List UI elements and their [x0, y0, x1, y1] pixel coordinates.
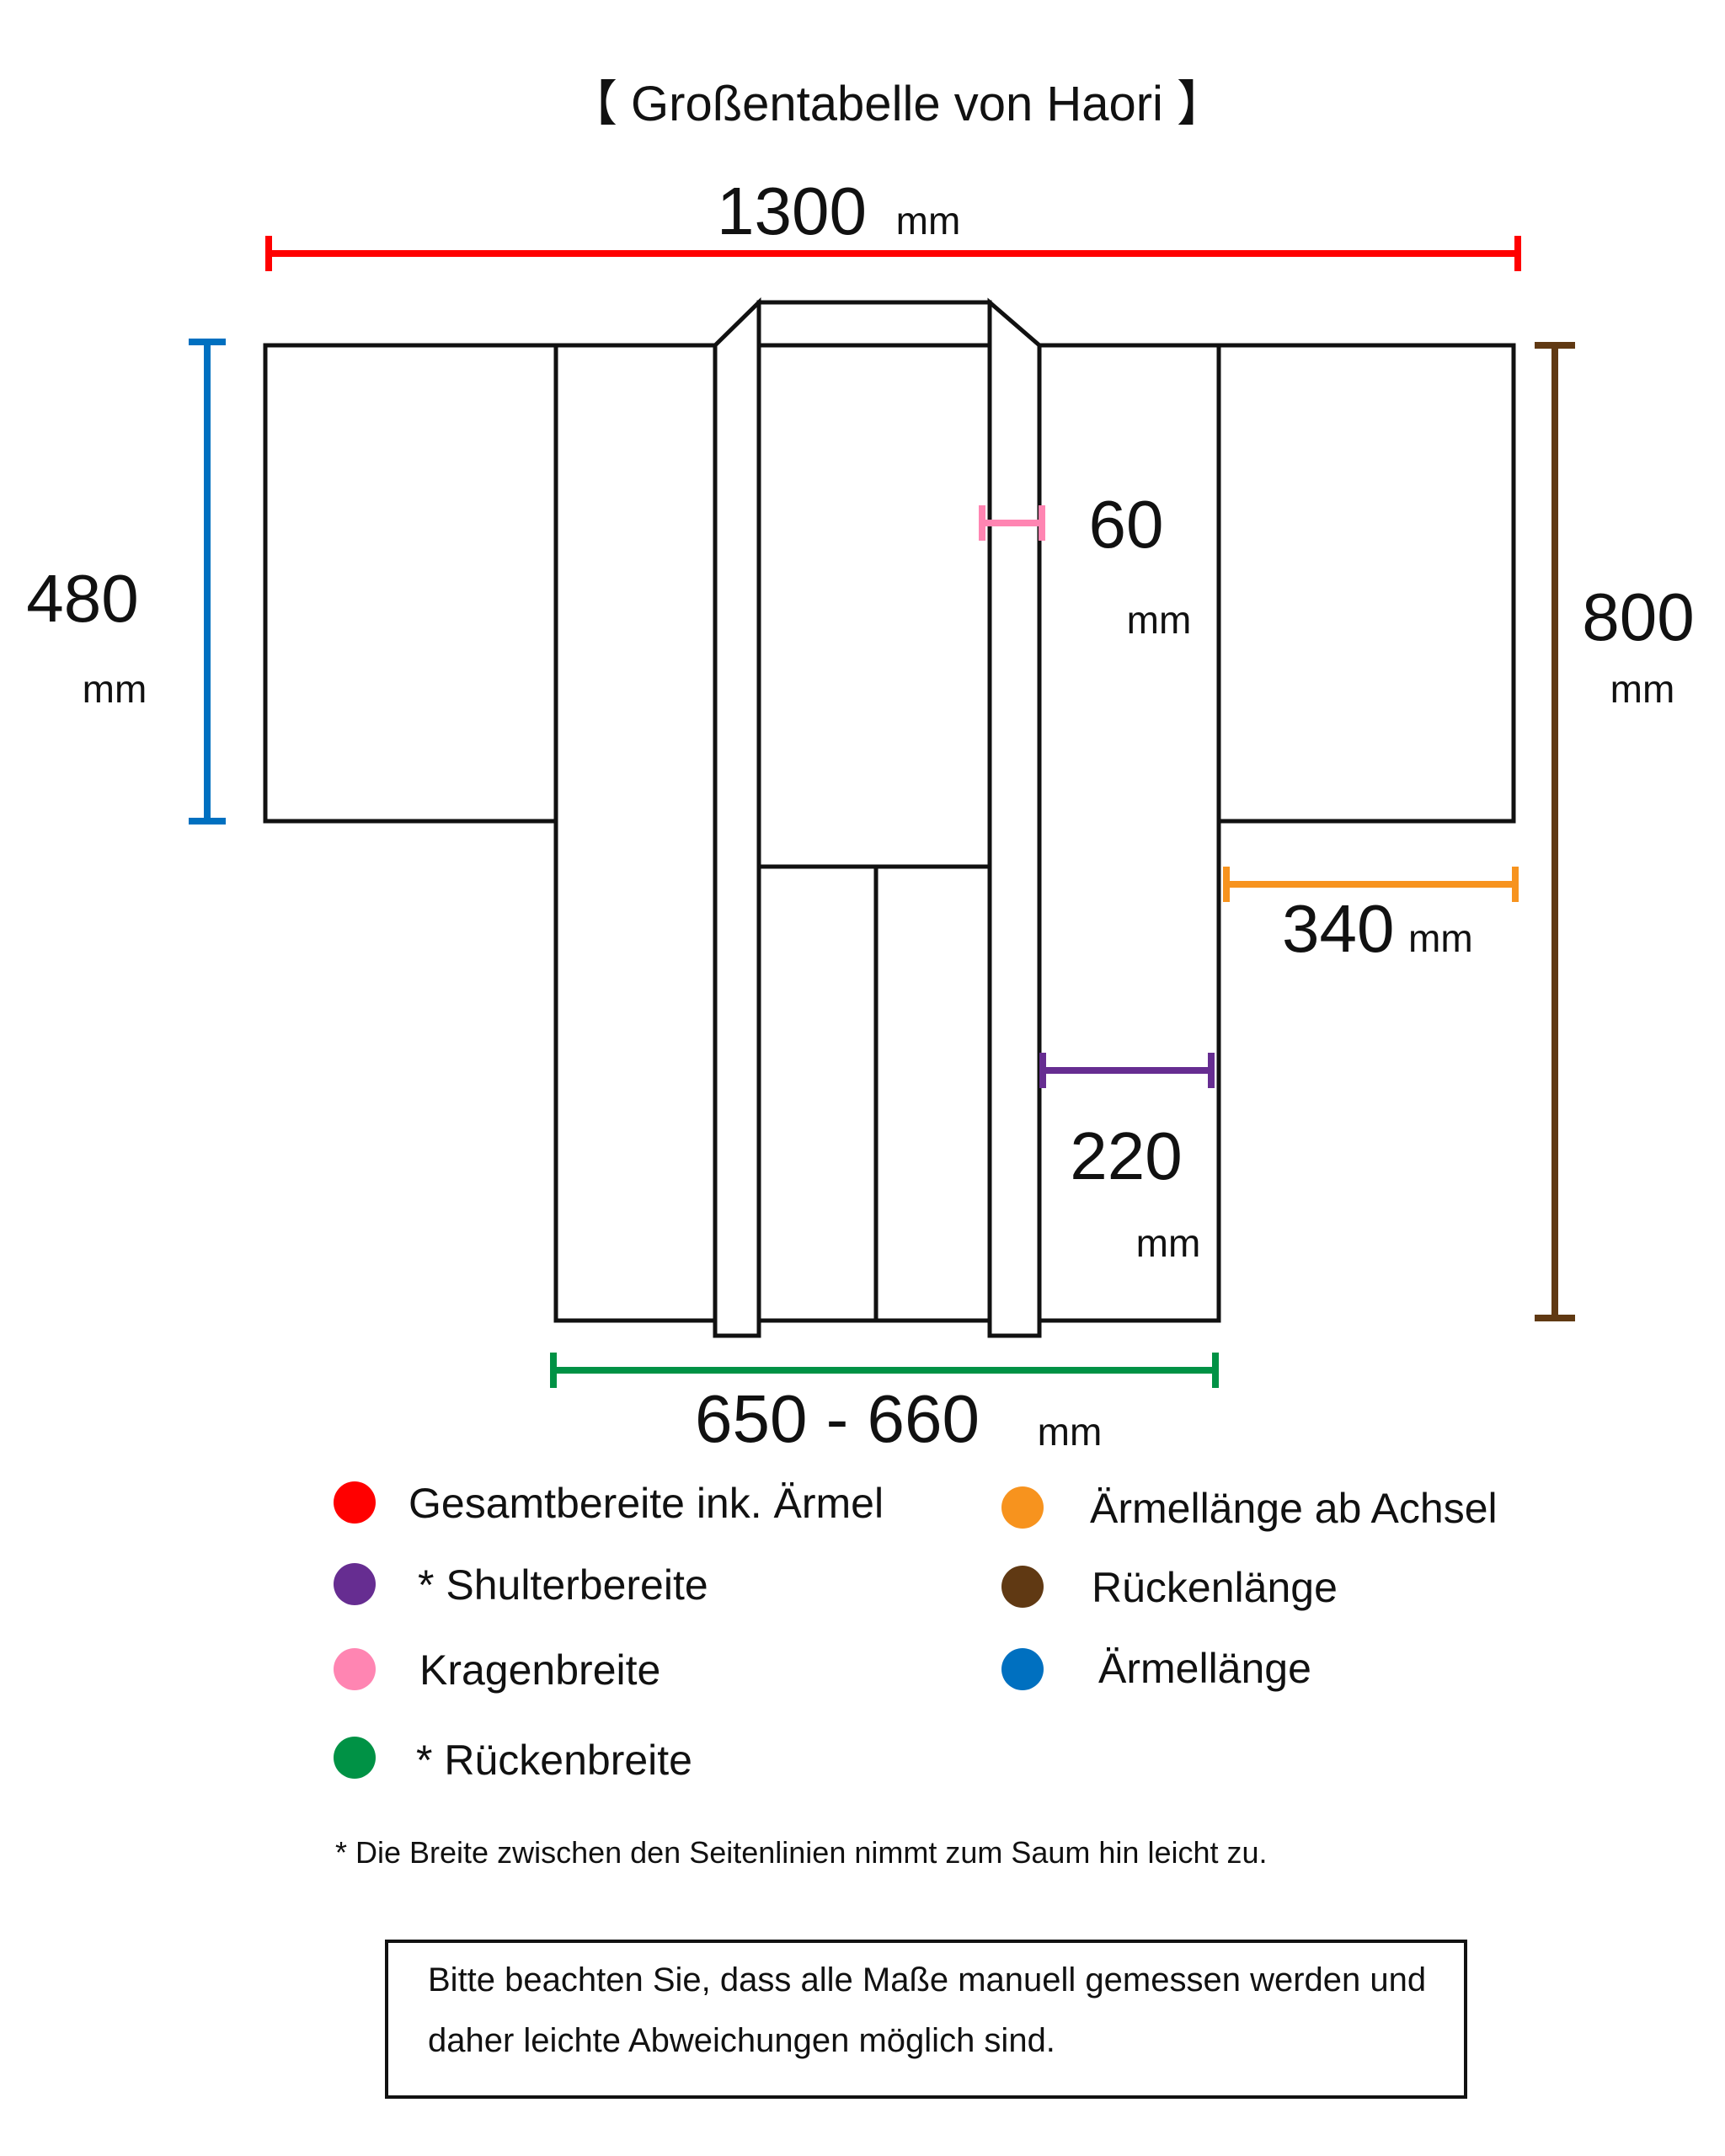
sleeve-from-armpit-value: 340 [1282, 891, 1394, 966]
legend-item-sleeve-length: Ärmellänge [1001, 1645, 1311, 1692]
collar-width-value: 60 [1089, 487, 1164, 562]
collar-width-dimension: 60 mm [979, 487, 1192, 642]
legend-label: Ärmellänge ab Achsel [1090, 1485, 1498, 1532]
shoulder-width-dimension: 220 mm [1039, 1053, 1215, 1265]
pink-dot-icon [334, 1648, 376, 1690]
legend-label: Ärmellänge [1098, 1645, 1311, 1692]
red-dot-icon [334, 1481, 376, 1524]
collar-width-unit: mm [1127, 598, 1192, 642]
legend-item-sleeve-from-armpit: Ärmellänge ab Achsel [1001, 1485, 1498, 1532]
total-width-dimension: 1300 mm [265, 173, 1521, 271]
chart-title: 【 Großentabelle von Haori 】 [569, 77, 1226, 131]
notice-line-2: daher leichte Abweichungen möglich sind. [428, 2022, 1055, 2059]
legend-item-back-length: Rückenlänge [1001, 1564, 1338, 1611]
legend-label: Rückenlänge [1092, 1564, 1338, 1611]
purple-dot-icon [334, 1563, 376, 1605]
total-width-unit: mm [896, 199, 961, 243]
body [553, 343, 1221, 1323]
total-width-value: 1300 [717, 173, 867, 248]
legend-label: Kragenbreite [419, 1646, 660, 1694]
brown-dot-icon [1001, 1566, 1044, 1608]
legend-label: * Rückenbreite [416, 1737, 692, 1784]
legend-item-total-width: Gesamtbereite ink. Ärmel [334, 1480, 884, 1527]
right-collar [987, 297, 1042, 1338]
legend: Gesamtbereite ink. Ärmel * Shulterbereit… [334, 1480, 1498, 1784]
green-dot-icon [334, 1737, 376, 1779]
footnote: * Die Breite zwischen den Seitenlinien n… [335, 1835, 1268, 1870]
back-length-unit: mm [1610, 667, 1675, 711]
sleeve-length-unit: mm [83, 667, 147, 711]
notice-box: Bitte beachten Sie, dass alle Maße manue… [385, 1940, 1467, 2099]
notice-line-1: Bitte beachten Sie, dass alle Maße manue… [428, 1961, 1426, 1999]
back-length-dimension: 800 mm [1535, 342, 1695, 1321]
haori-outline [263, 297, 1516, 1338]
legend-label: Gesamtbereite ink. Ärmel [409, 1480, 884, 1527]
back-width-value: 650 - 660 [695, 1381, 980, 1456]
left-collar [713, 297, 761, 1338]
legend-item-shoulder-width: * Shulterbereite [334, 1561, 708, 1609]
left-sleeve [263, 343, 558, 824]
collar-top-band [756, 300, 992, 348]
back-width-dimension: 650 - 660 mm [550, 1353, 1219, 1456]
back-width-unit: mm [1038, 1410, 1103, 1454]
sleeve-from-armpit-dimension: 340 mm [1223, 867, 1519, 966]
back-length-value: 800 [1582, 579, 1694, 654]
legend-label: * Shulterbereite [418, 1561, 708, 1609]
shoulder-width-unit: mm [1136, 1221, 1201, 1265]
legend-item-collar-width: Kragenbreite [334, 1646, 660, 1694]
sleeve-length-value: 480 [26, 561, 138, 636]
shoulder-width-value: 220 [1070, 1118, 1182, 1193]
blue-dot-icon [1001, 1648, 1044, 1690]
right-sleeve [1216, 343, 1516, 824]
legend-item-back-width: * Rückenbreite [334, 1737, 692, 1784]
orange-dot-icon [1001, 1486, 1044, 1529]
sleeve-length-dimension: 480 mm [26, 339, 226, 825]
sleeve-from-armpit-unit: mm [1408, 916, 1473, 960]
